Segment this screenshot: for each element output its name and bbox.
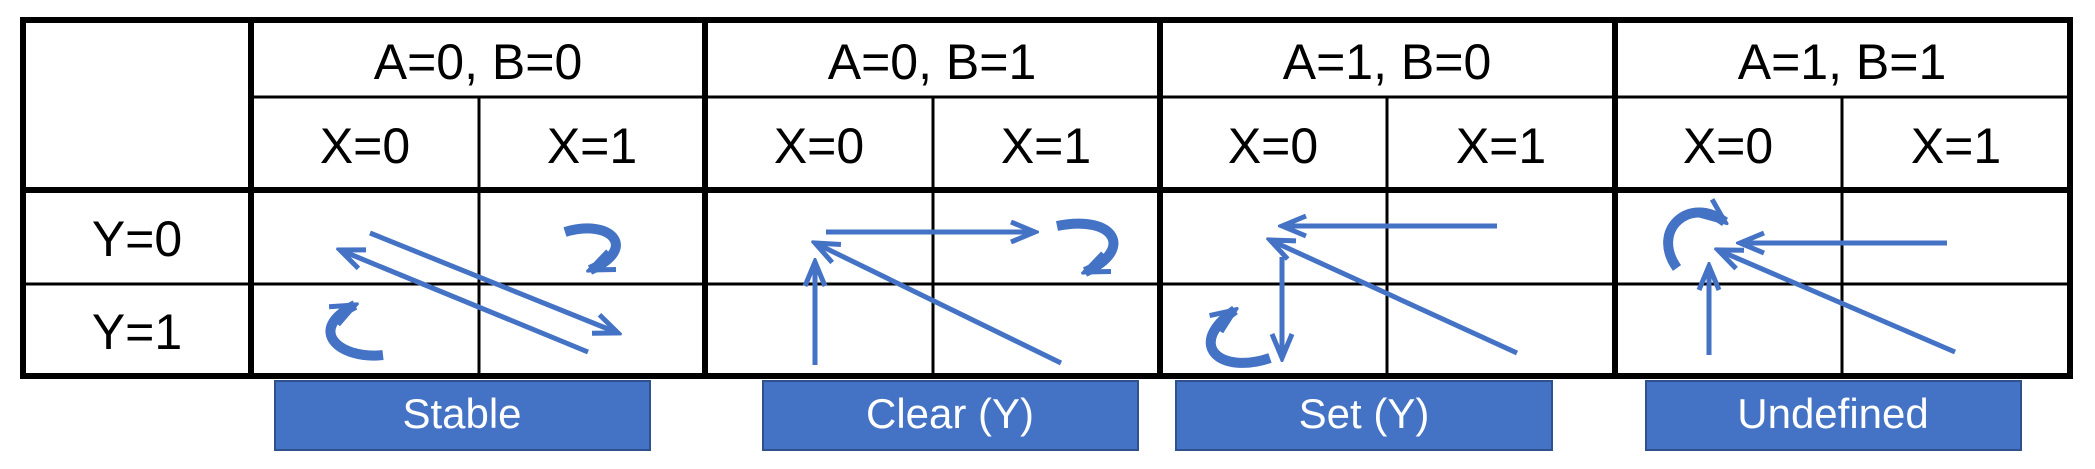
- header-x1-group-2: X=1: [1001, 118, 1091, 174]
- label-set: Set (Y): [1175, 380, 1553, 451]
- clear-arrows: [815, 218, 1119, 366]
- label-undefined-text: Undefined: [1737, 390, 1928, 437]
- label-clear: Clear (Y): [762, 380, 1139, 451]
- header-x0-group-1: X=0: [320, 118, 410, 174]
- header-x0-group-2: X=0: [774, 118, 864, 174]
- label-stable: Stable: [274, 380, 651, 451]
- set-arrows: [1205, 226, 1519, 368]
- self-loop-10-set: [1205, 305, 1272, 368]
- header-group-2: A=0, B=1: [828, 34, 1037, 90]
- label-set-text: Set (Y): [1299, 390, 1430, 437]
- table-grid: [20, 17, 2073, 379]
- arrow-00-to-11: [369, 230, 618, 333]
- header-group-4: A=1, B=1: [1738, 34, 1947, 90]
- row-label-y1: Y=1: [92, 304, 182, 360]
- header-x1-group-3: X=1: [1456, 118, 1546, 174]
- self-loop-10: [325, 300, 384, 361]
- label-clear-text: Clear (Y): [866, 390, 1034, 437]
- self-loop-01-clear: [1055, 218, 1119, 277]
- header-x0-group-3: X=0: [1228, 118, 1318, 174]
- header-x1-group-4: X=1: [1911, 118, 2001, 174]
- header-x0-group-4: X=0: [1683, 118, 1773, 174]
- arrow-11-to-00: [815, 243, 1063, 366]
- undefined-arrows: [1663, 212, 1956, 355]
- arrow-11-to-00: [1718, 250, 1956, 355]
- label-undefined: Undefined: [1645, 380, 2022, 451]
- label-stable-text: Stable: [402, 390, 521, 437]
- self-loop-00-undefined: [1663, 212, 1725, 271]
- header-x1-group-1: X=1: [547, 118, 637, 174]
- row-label-y0: Y=0: [92, 211, 182, 267]
- stable-arrows: [325, 223, 621, 361]
- self-loop-01: [563, 223, 621, 275]
- header-group-3: A=1, B=0: [1283, 34, 1492, 90]
- arrow-11-to-00: [340, 250, 589, 355]
- arrow-11-to-00: [1270, 240, 1519, 356]
- header-group-1: A=0, B=0: [374, 34, 583, 90]
